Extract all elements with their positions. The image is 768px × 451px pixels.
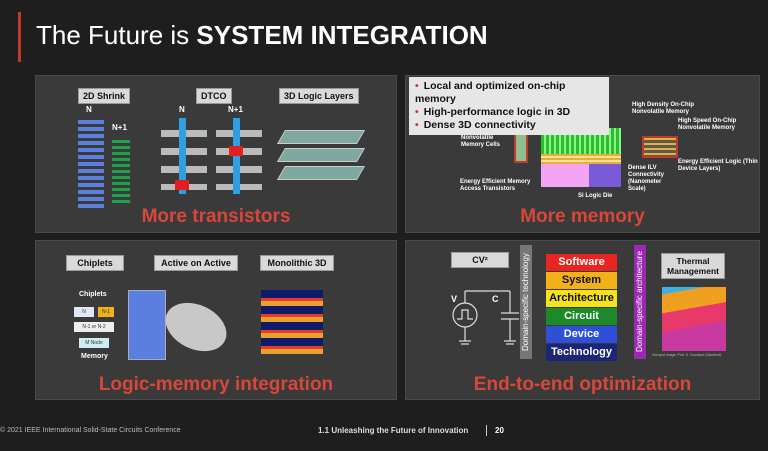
abstraction-stack: Software System Architecture Circuit Dev…	[546, 254, 617, 362]
bullet-item: •High-performance logic in 3D	[415, 106, 571, 118]
callout-ilv: Dense ILV Connectivity (Nanometer Scale)	[628, 165, 665, 192]
panel-more-transistors: 2D Shrink DTCO 3D Logic Layers N N+1 N N…	[35, 75, 397, 233]
chiplet-package	[128, 290, 166, 360]
bullet-item: •Dense 3D connectivity	[415, 119, 536, 131]
callout-nv-cells: Nonvolatile Memory Cells	[461, 135, 501, 148]
stack-technology: Technology	[546, 344, 617, 361]
legend-m-node: M Node	[79, 338, 109, 348]
label-dtco-n1: N+1	[228, 105, 243, 114]
shrink-n1-lines	[112, 140, 130, 206]
stack-architecture: Architecture	[546, 290, 617, 307]
label-cv2: CV²	[451, 252, 509, 268]
footer-session: 1.1 Unleashing the Future of Innovation	[318, 426, 469, 435]
title-accent-bar	[18, 12, 21, 62]
stack-circuit: Circuit	[546, 308, 617, 325]
chiplets-legend-memory: Memory	[81, 353, 108, 360]
callout-ee-logic: Energy Efficient Logic (Thin Device Laye…	[678, 159, 758, 172]
circuit-diagram	[452, 290, 519, 345]
label-n: N	[86, 105, 92, 114]
slide-title: The Future is SYSTEM INTEGRATION	[36, 20, 488, 50]
label-dtco-n: N	[179, 105, 185, 114]
memory-bullets: •Local and optimized on-chip memory •Hig…	[409, 77, 609, 135]
dtco-n1-via	[233, 118, 240, 194]
label-3d-logic-layers: 3D Logic Layers	[279, 88, 359, 104]
label-2d-shrink: 2D Shrink	[78, 88, 131, 104]
label-dtco: DTCO	[196, 88, 232, 104]
domain-specific-architecture-bar: Domain-specific architecture	[634, 245, 646, 359]
monolithic-3d-image	[261, 290, 323, 354]
label-n1: N+1	[112, 123, 127, 132]
panel-more-memory: •Local and optimized on-chip memory •Hig…	[405, 75, 760, 233]
callout-si-logic: Si Logic Die	[578, 193, 613, 199]
footer-copyright: © 2021 IEEE International Solid-State Ci…	[0, 427, 181, 434]
legend-n: N	[74, 307, 94, 317]
wafer-icon	[157, 293, 235, 361]
heading-more-transistors: More transistors	[141, 206, 291, 227]
page-number: 20	[495, 426, 504, 435]
panel-end-to-end: CV² V C Domain-specific technology Softw…	[405, 240, 760, 400]
label-c: C	[492, 294, 499, 304]
logic-layer-1	[276, 130, 366, 144]
logic-layer-2	[276, 148, 366, 162]
stack-software: Software	[546, 254, 617, 271]
label-v: V	[451, 294, 458, 304]
si-logic-die	[541, 164, 621, 187]
heading-logic-memory: Logic-memory integration	[98, 374, 334, 395]
stack-system: System	[546, 272, 617, 289]
thin-layer-inset	[642, 136, 678, 158]
label-chiplets: Chiplets	[66, 255, 124, 271]
label-monolithic-3d: Monolithic 3D	[260, 255, 334, 271]
dtco-n-via	[179, 118, 186, 194]
thermal-hotspot-image	[662, 287, 726, 351]
heading-more-memory: More memory	[520, 206, 645, 227]
label-active-on-active: Active on Active	[154, 255, 238, 271]
dtco-n1-contact	[229, 146, 243, 156]
stack-device: Device	[546, 326, 617, 343]
bullet-item: •Local and optimized on-chip memory	[415, 80, 566, 105]
image-credit: Hot spot image: Prof. K. Goodson (Stanfo…	[652, 353, 721, 357]
callout-hd-memory: High Density On-Chip Nonvolatile Memory	[632, 102, 694, 115]
chiplets-legend-title: Chiplets	[79, 291, 107, 298]
domain-specific-technology-bar: Domain-specific technology	[520, 245, 532, 359]
logic-layers	[541, 154, 621, 164]
dtco-n-contact	[175, 180, 189, 190]
panel-logic-memory: Chiplets Active on Active Monolithic 3D …	[35, 240, 397, 400]
footer-divider	[486, 425, 487, 436]
shrink-n-lines	[78, 120, 104, 208]
heading-end-to-end: End-to-end optimization	[473, 374, 692, 395]
callout-hs-memory: High Speed On-Chip Nonvolatile Memory	[678, 118, 737, 131]
legend-n1: N-1	[98, 307, 114, 317]
logic-layer-3	[276, 166, 366, 180]
legend-n1-n2: N-1 or N-2	[74, 322, 114, 332]
callout-ee-memory: Energy Efficient Memory Access Transisto…	[460, 179, 531, 192]
label-thermal-management: Thermal Management	[661, 253, 725, 279]
